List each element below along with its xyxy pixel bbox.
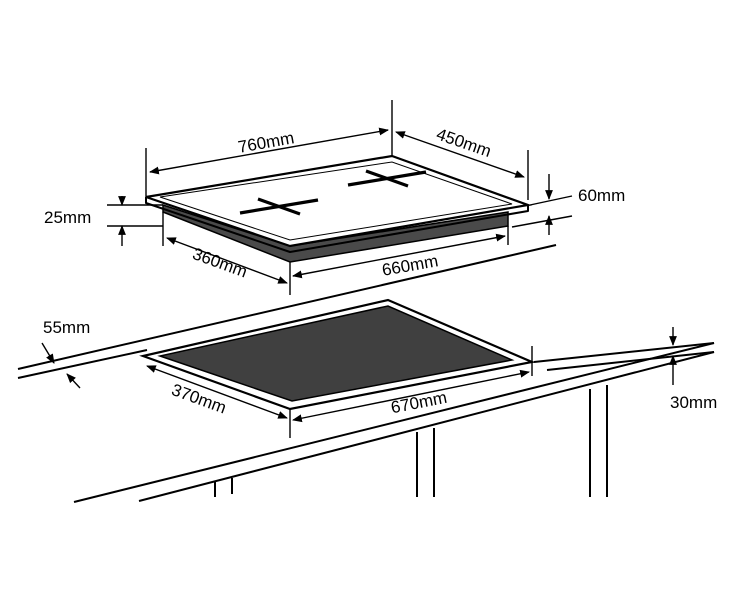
- label-base-width: 660mm: [380, 251, 439, 280]
- label-hob-height: 60mm: [578, 186, 625, 205]
- dim-55: 55mm: [41, 318, 90, 389]
- label-hob-width: 760mm: [236, 128, 295, 157]
- dim-25: 25mm: [44, 196, 163, 246]
- dim-60: 60mm: [511, 174, 625, 235]
- label-cutout-width: 670mm: [389, 388, 448, 417]
- dim-30: 30mm: [669, 327, 717, 412]
- label-base-depth: 360mm: [190, 244, 250, 281]
- label-worktop-thickness: 55mm: [43, 318, 90, 337]
- label-glass-thickness: 25mm: [44, 208, 91, 227]
- label-clearance: 30mm: [670, 393, 717, 412]
- cabinet-legs: [214, 385, 608, 497]
- worktop: [17, 244, 715, 503]
